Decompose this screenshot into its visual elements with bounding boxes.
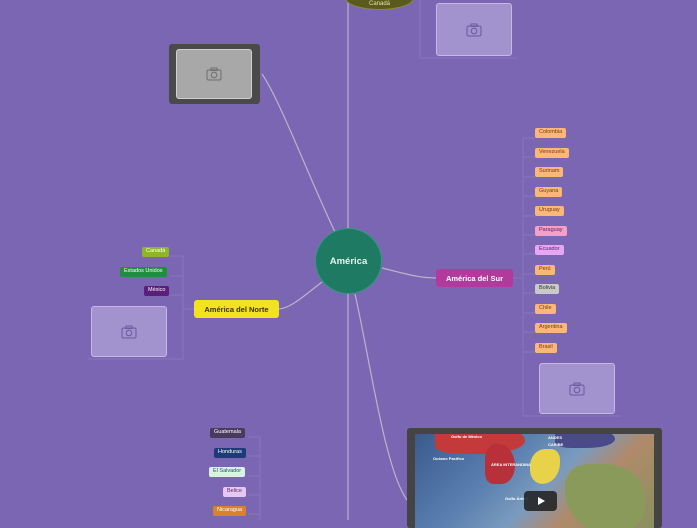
camera-icon	[206, 67, 222, 81]
camera-icon	[466, 23, 482, 36]
country-label: Guatemala	[214, 429, 241, 435]
country-label: Paraguay	[539, 227, 563, 233]
country-honduras[interactable]: Honduras	[214, 448, 246, 458]
north-america-branch[interactable]: América del Norte	[194, 300, 279, 318]
top-topic-label: Canadá	[368, 1, 391, 7]
image-placeholder-top-right[interactable]	[436, 3, 512, 56]
country-paraguay[interactable]: Paraguay	[535, 226, 567, 236]
country-label: Nicaragua	[217, 507, 243, 513]
country-ecuador[interactable]: Ecuador	[535, 245, 564, 255]
country-label: Canadá	[146, 248, 166, 254]
country-suriname[interactable]: Surinam	[535, 167, 564, 177]
country-label: Estados Unidos	[124, 268, 163, 274]
country-label: Venezuela	[539, 149, 565, 155]
country-label: Uruguay	[539, 207, 560, 213]
map-label: CARIBE	[548, 442, 564, 447]
country-label: México	[148, 287, 166, 293]
country-argentina[interactable]: Argentina	[535, 323, 567, 333]
video-thumbnail: Océano Pacífico ÁREA INTERANDINA ANDES C…	[415, 434, 654, 528]
country-peru[interactable]: Perú	[535, 265, 555, 275]
south-america-label: América del Sur	[445, 273, 504, 283]
country-chile[interactable]: Chile	[535, 304, 556, 314]
country-label: Colombia	[539, 129, 563, 135]
country-united-states[interactable]: Estados Unidos	[120, 267, 167, 277]
image-placeholder-north[interactable]	[91, 306, 167, 357]
country-label: Honduras	[218, 449, 242, 455]
country-label: Brasil	[539, 344, 553, 350]
map-landmass	[485, 444, 515, 484]
image-frame-top-left[interactable]	[169, 44, 260, 104]
camera-icon	[569, 382, 585, 395]
map-landmass	[565, 464, 645, 528]
map-label: Océano Pacífico	[433, 456, 465, 461]
map-label: ANDES	[548, 435, 563, 440]
country-label: Ecuador	[539, 246, 560, 252]
map-region	[530, 449, 560, 484]
map-label: Golfo de México	[451, 434, 482, 439]
country-label: Chile	[539, 305, 552, 311]
map-label: ÁREA INTERANDINA	[491, 462, 531, 467]
country-label: Argentina	[539, 324, 563, 330]
country-guyana[interactable]: Guyana	[535, 187, 563, 197]
country-guatemala[interactable]: Guatemala	[210, 428, 245, 438]
country-nicaragua[interactable]: Nicaragua	[213, 506, 247, 516]
country-label: Surinam	[539, 168, 560, 174]
central-node[interactable]: América	[315, 228, 382, 294]
country-label: Perú	[539, 266, 551, 272]
country-el-salvador[interactable]: El Salvador	[209, 467, 246, 477]
south-america-branch[interactable]: América del Sur	[436, 269, 513, 287]
image-placeholder-top-left	[176, 49, 252, 99]
central-label: América	[329, 255, 368, 267]
country-label: El Salvador	[213, 468, 242, 474]
play-icon	[537, 497, 545, 505]
country-brazil[interactable]: Brasil	[535, 343, 557, 353]
country-belize[interactable]: Belice	[223, 487, 246, 497]
country-colombia[interactable]: Colombia	[535, 128, 567, 138]
country-label: Guyana	[539, 188, 559, 194]
camera-icon	[121, 325, 137, 338]
video-embed[interactable]: Océano Pacífico ÁREA INTERANDINA ANDES C…	[407, 428, 662, 528]
country-bolivia[interactable]: Bolivia	[535, 284, 560, 294]
country-uruguay[interactable]: Uruguay	[535, 206, 564, 216]
country-mexico[interactable]: México	[144, 286, 170, 296]
country-venezuela[interactable]: Venezuela	[535, 148, 569, 158]
north-america-label: América del Norte	[204, 304, 269, 314]
country-label: Belice	[227, 488, 242, 494]
map-region	[555, 434, 615, 448]
image-placeholder-south[interactable]	[539, 363, 615, 414]
play-button[interactable]	[524, 491, 557, 511]
country-label: Bolivia	[539, 285, 556, 291]
map-label: Golfo Ártico	[505, 496, 529, 501]
country-canada[interactable]: Canadá	[142, 247, 170, 257]
